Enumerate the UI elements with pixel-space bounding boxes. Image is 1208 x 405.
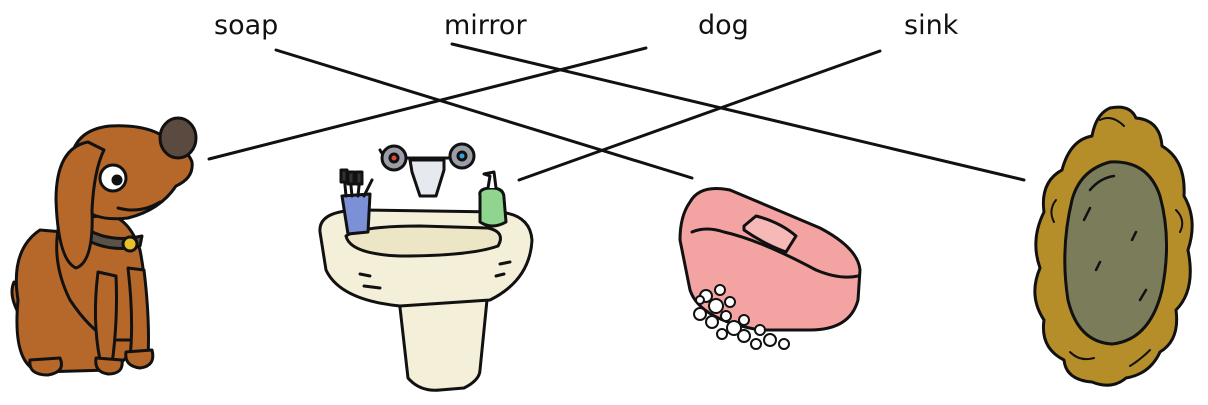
word-labels: soap mirror dog sink xyxy=(214,10,959,41)
soap-picture xyxy=(680,189,860,350)
word-dog: dog xyxy=(698,10,749,41)
word-sink: sink xyxy=(904,10,959,41)
connection-lines xyxy=(209,44,1024,180)
word-soap: soap xyxy=(214,10,278,41)
dog-picture xyxy=(12,118,196,375)
sink-picture xyxy=(320,144,532,390)
line-mirror-to-mirror-picture xyxy=(452,44,1024,180)
line-sink-to-sink-picture xyxy=(519,51,880,180)
line-soap-to-soap-picture xyxy=(276,50,692,178)
word-mirror: mirror xyxy=(444,10,527,41)
mirror-picture xyxy=(1035,107,1192,385)
